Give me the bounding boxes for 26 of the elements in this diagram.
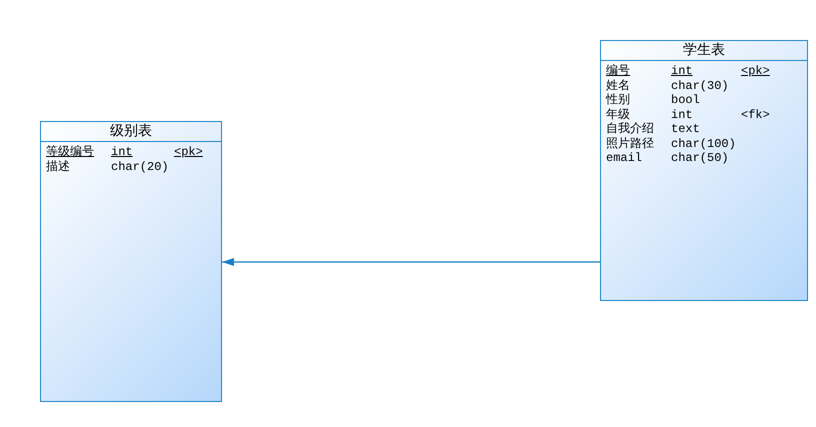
column-name: 姓名 bbox=[606, 78, 630, 92]
key-marker: <pk> bbox=[741, 64, 770, 78]
column-name: 自我介绍 bbox=[606, 122, 654, 136]
column-type: int bbox=[671, 64, 693, 78]
column-name: 年级 bbox=[606, 108, 630, 122]
column-name: 性别 bbox=[606, 93, 630, 107]
column-type: char(20) bbox=[111, 160, 169, 174]
column-type: char(50) bbox=[671, 151, 729, 165]
column-name: 描述 bbox=[46, 160, 70, 174]
column-name: 编号 bbox=[606, 64, 630, 78]
column-name: email bbox=[606, 151, 642, 165]
column-type: int bbox=[671, 108, 693, 122]
column-type: bool bbox=[671, 93, 700, 107]
column-type: char(100) bbox=[671, 136, 736, 150]
column-type: char(30) bbox=[671, 78, 729, 92]
column-name: 照片路径 bbox=[606, 136, 654, 150]
column-name: 等级编号 bbox=[46, 145, 94, 159]
arrow bbox=[222, 258, 600, 266]
column-type: int bbox=[111, 145, 133, 159]
key-marker: <fk> bbox=[741, 108, 770, 122]
table-title: 学生表 bbox=[682, 41, 726, 60]
table-title: 级别表 bbox=[109, 122, 153, 141]
table-box bbox=[600, 40, 808, 301]
key-marker: <pk> bbox=[174, 145, 203, 159]
table-box bbox=[40, 121, 222, 402]
column-type: text bbox=[671, 122, 700, 136]
